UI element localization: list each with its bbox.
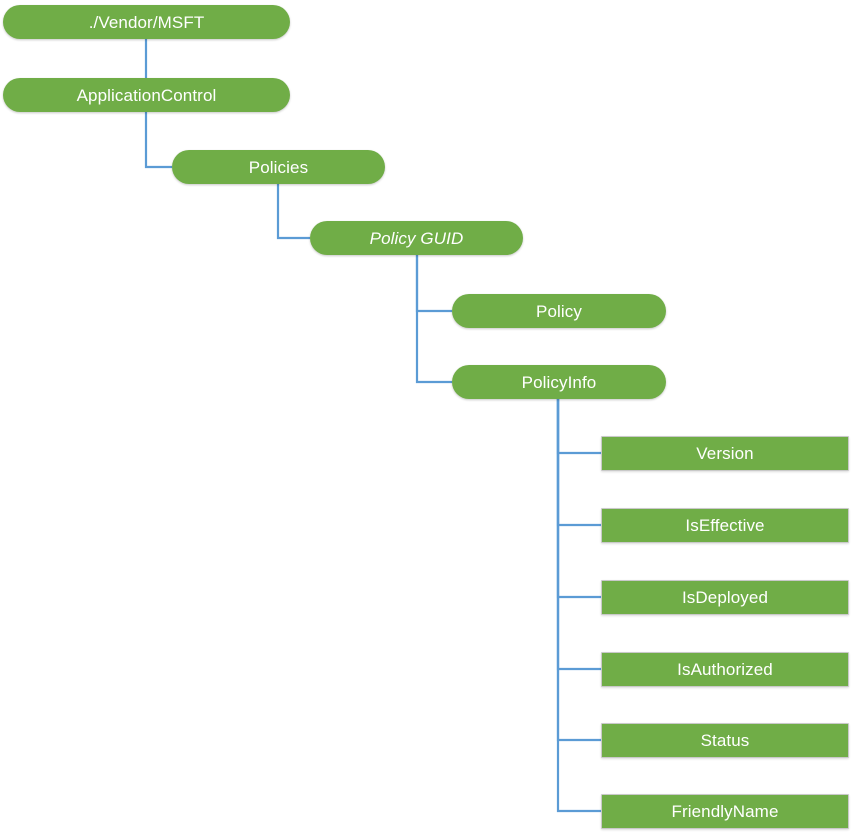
tree-node-policy[interactable]: Policy <box>452 294 666 328</box>
tree-node-label-policies: Policies <box>248 157 309 177</box>
edge-policyinfo-to-status <box>556 399 601 742</box>
edge-policies-to-guid <box>276 184 310 240</box>
tree-node-label-version: Version <box>696 444 754 463</box>
tree-node-vendor-msft[interactable]: ./Vendor/MSFT <box>3 5 290 39</box>
edge-guid-to-policyinfo <box>415 255 452 384</box>
tree-node-label-application-control: ApplicationControl <box>76 85 217 105</box>
tree-node-label-status: Status <box>700 731 750 750</box>
tree-node-policy-info[interactable]: PolicyInfo <box>452 365 666 399</box>
tree-node-label-friendly-name: FriendlyName <box>671 802 779 821</box>
tree-node-label-is-deployed: IsDeployed <box>681 588 769 607</box>
edge-guid-to-policy <box>415 255 452 313</box>
tree-node-policy-guid[interactable]: Policy GUID <box>310 221 523 255</box>
tree-node-policies[interactable]: Policies <box>172 150 385 184</box>
tree-node-friendly-name[interactable]: FriendlyName <box>601 794 849 829</box>
tree-node-is-deployed[interactable]: IsDeployed <box>601 580 849 615</box>
tree-node-label-policy-info: PolicyInfo <box>521 372 597 392</box>
edge-appcontrol-to-policies <box>144 112 172 169</box>
edge-policyinfo-to-iseffective <box>556 399 601 527</box>
tree-node-label-is-effective: IsEffective <box>685 516 765 535</box>
tree-node-status[interactable]: Status <box>601 723 849 758</box>
tree-node-label-policy: Policy <box>536 301 582 321</box>
edge-policyinfo-to-isauthorized <box>556 399 601 671</box>
tree-node-is-effective[interactable]: IsEffective <box>601 508 849 543</box>
tree-node-label-policy-guid: Policy GUID <box>369 228 464 248</box>
edge-policyinfo-to-version <box>556 399 601 455</box>
tree-node-label-vendor-msft: ./Vendor/MSFT <box>88 12 205 32</box>
edge-policyinfo-to-isdeployed <box>556 399 601 599</box>
tree-node-version[interactable]: Version <box>601 436 849 471</box>
edge-policyinfo-to-friendlyname <box>556 399 601 813</box>
tree-node-application-control[interactable]: ApplicationControl <box>3 78 290 112</box>
tree-node-is-authorized[interactable]: IsAuthorized <box>601 652 849 687</box>
tree-node-label-is-authorized: IsAuthorized <box>677 660 773 679</box>
